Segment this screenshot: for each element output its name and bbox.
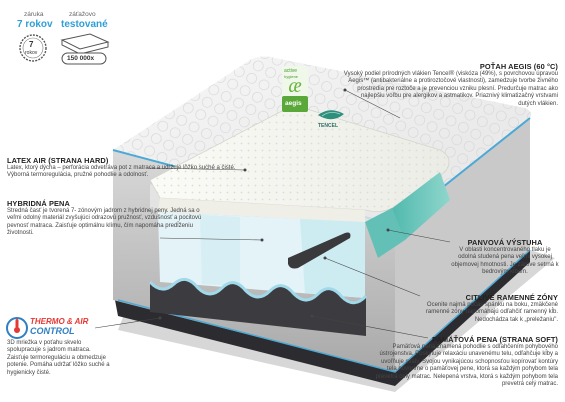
callout-memory: PAMÄŤOVÁ PENA (STRANA SOFT) Pamäťová pen… (370, 335, 558, 388)
callout-cover-text: Vysoký podiel prírodných vlákien Tencel®… (343, 71, 558, 107)
mattress-end-wall (395, 118, 530, 372)
tested-cycles: 150 000x (67, 55, 95, 62)
callout-memory-title: PAMÄŤOVÁ PENA (STRANA SOFT) (431, 335, 558, 344)
callout-memory-text: Pamäťová pena znamená pohodlie s odľahče… (375, 344, 558, 388)
aegis-logo: æ (282, 66, 308, 112)
svg-text:æ: æ (288, 75, 301, 97)
callout-shoulder-text: Ocenite najmä počas spánku na boku, zmäk… (425, 302, 558, 323)
tested-badge-icon (60, 33, 110, 65)
mattress-bottom-band (115, 250, 530, 386)
warranty-caption: záruka (24, 11, 44, 18)
tested-caption: záťažovo (69, 11, 96, 18)
callout-panel-text: V oblasti koncentrovaného tlaku je odoln… (451, 247, 559, 276)
callout-hybrid-title: HYBRIDNÁ PENA (7, 199, 70, 208)
callout-latex-text: Latex, ktorý dýcha – perforácia odvetráv… (7, 165, 236, 179)
callout-hybrid-text: Stredná časť je tvorená 7- zónovým jadro… (7, 208, 202, 237)
warranty-value: 7 rokov (17, 19, 53, 30)
callout-hybrid: HYBRIDNÁ PENA Stredná časť je tvorená 7-… (7, 199, 207, 238)
tencel-logo-text: TENCEL (318, 123, 338, 129)
callout-panel-title: PANVOVÁ VÝSTUHA (467, 238, 543, 247)
shoulder-zone-insert (288, 232, 351, 269)
aegis-logo-top: active (284, 68, 298, 74)
callout-cover-title: POŤAH AEGIS (60 °C) (479, 62, 558, 71)
thermo-logo-icon (6, 317, 28, 339)
callout-shoulder: CITLIVÉ RAMENNÉ ZÓNY Ocenite najmä počas… (413, 293, 558, 324)
callout-thermo-text: 3D mriežka v poťahu skvelo spolupracuje … (7, 340, 110, 376)
callout-shoulder-title: CITLIVÉ RAMENNÉ ZÓNY (465, 293, 558, 302)
warranty-seal-icon (19, 34, 47, 62)
warranty-seal-unit: rokov (25, 50, 38, 56)
tested-value: testované (61, 19, 108, 30)
thermo-logo-line2: CONTROL (30, 326, 75, 336)
warranty-seal-number: 7 (29, 40, 34, 49)
aegis-logo-sub: hygiene (284, 74, 299, 79)
panel-reinforcement (390, 172, 450, 240)
tencel-logo (318, 110, 344, 120)
aegis-logo-word: aegis (285, 100, 302, 107)
thermo-logo-line1: THERMO & AIR (30, 317, 89, 326)
callout-cover: POŤAH AEGIS (60 °C) Vysoký podiel prírod… (343, 62, 558, 108)
callout-latex: LATEX AIR (STRANA HARD) Latex, ktorý dýc… (7, 156, 247, 180)
callout-panel: PANVOVÁ VÝSTUHA V oblasti koncentrovanéh… (450, 238, 560, 277)
callout-thermo: 3D mriežka v poťahu skvelo spolupracuje … (7, 340, 113, 377)
callout-latex-title: LATEX AIR (STRANA HARD) (7, 156, 109, 165)
callout-leader-lines (94, 89, 451, 339)
